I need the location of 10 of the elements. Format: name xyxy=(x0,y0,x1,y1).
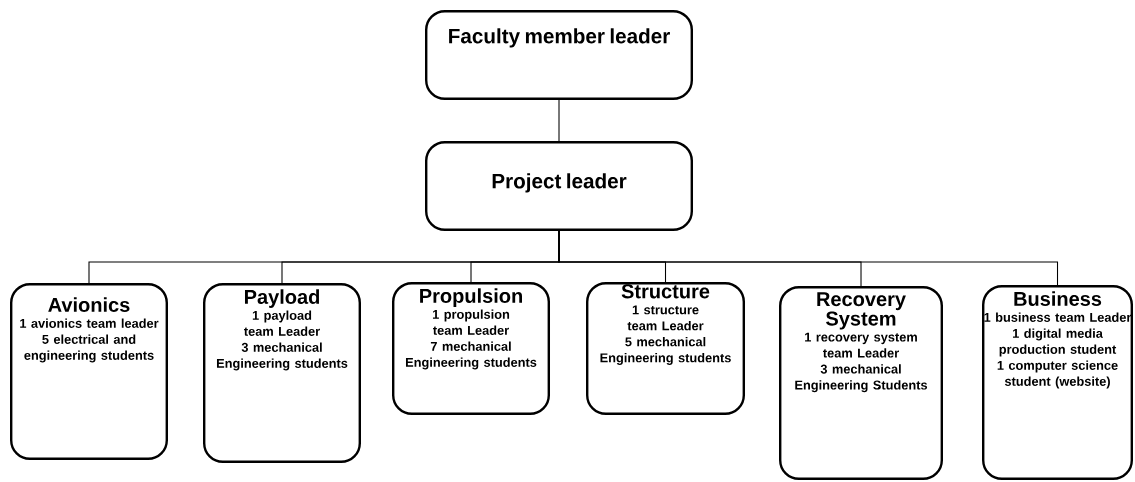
org-box: Propulsion 1 propulsion team Leader 7 mechanical Engineering students xyxy=(392,282,550,415)
org-box: Faculty member leader xyxy=(425,10,693,100)
org-box: Avionics 1 avionics team leader 5 electrical and engineering students xyxy=(10,283,168,460)
org-box: Business 1 business team Leader 1 digital media production student 1 computer science student (website) xyxy=(982,285,1133,480)
connector-line xyxy=(558,99,560,142)
org-box: Recovery System 1 recovery system team Leader 3 mechanical Engineering Students xyxy=(779,286,943,480)
org-box: Payload 1 payload team Leader 3 mechanical Engineering students xyxy=(203,283,361,463)
org-box: Project leader xyxy=(425,141,693,231)
org-box: Structure 1 structure team Leader 5 mechanical Engineering students xyxy=(586,282,745,415)
connector-line xyxy=(558,230,1059,286)
